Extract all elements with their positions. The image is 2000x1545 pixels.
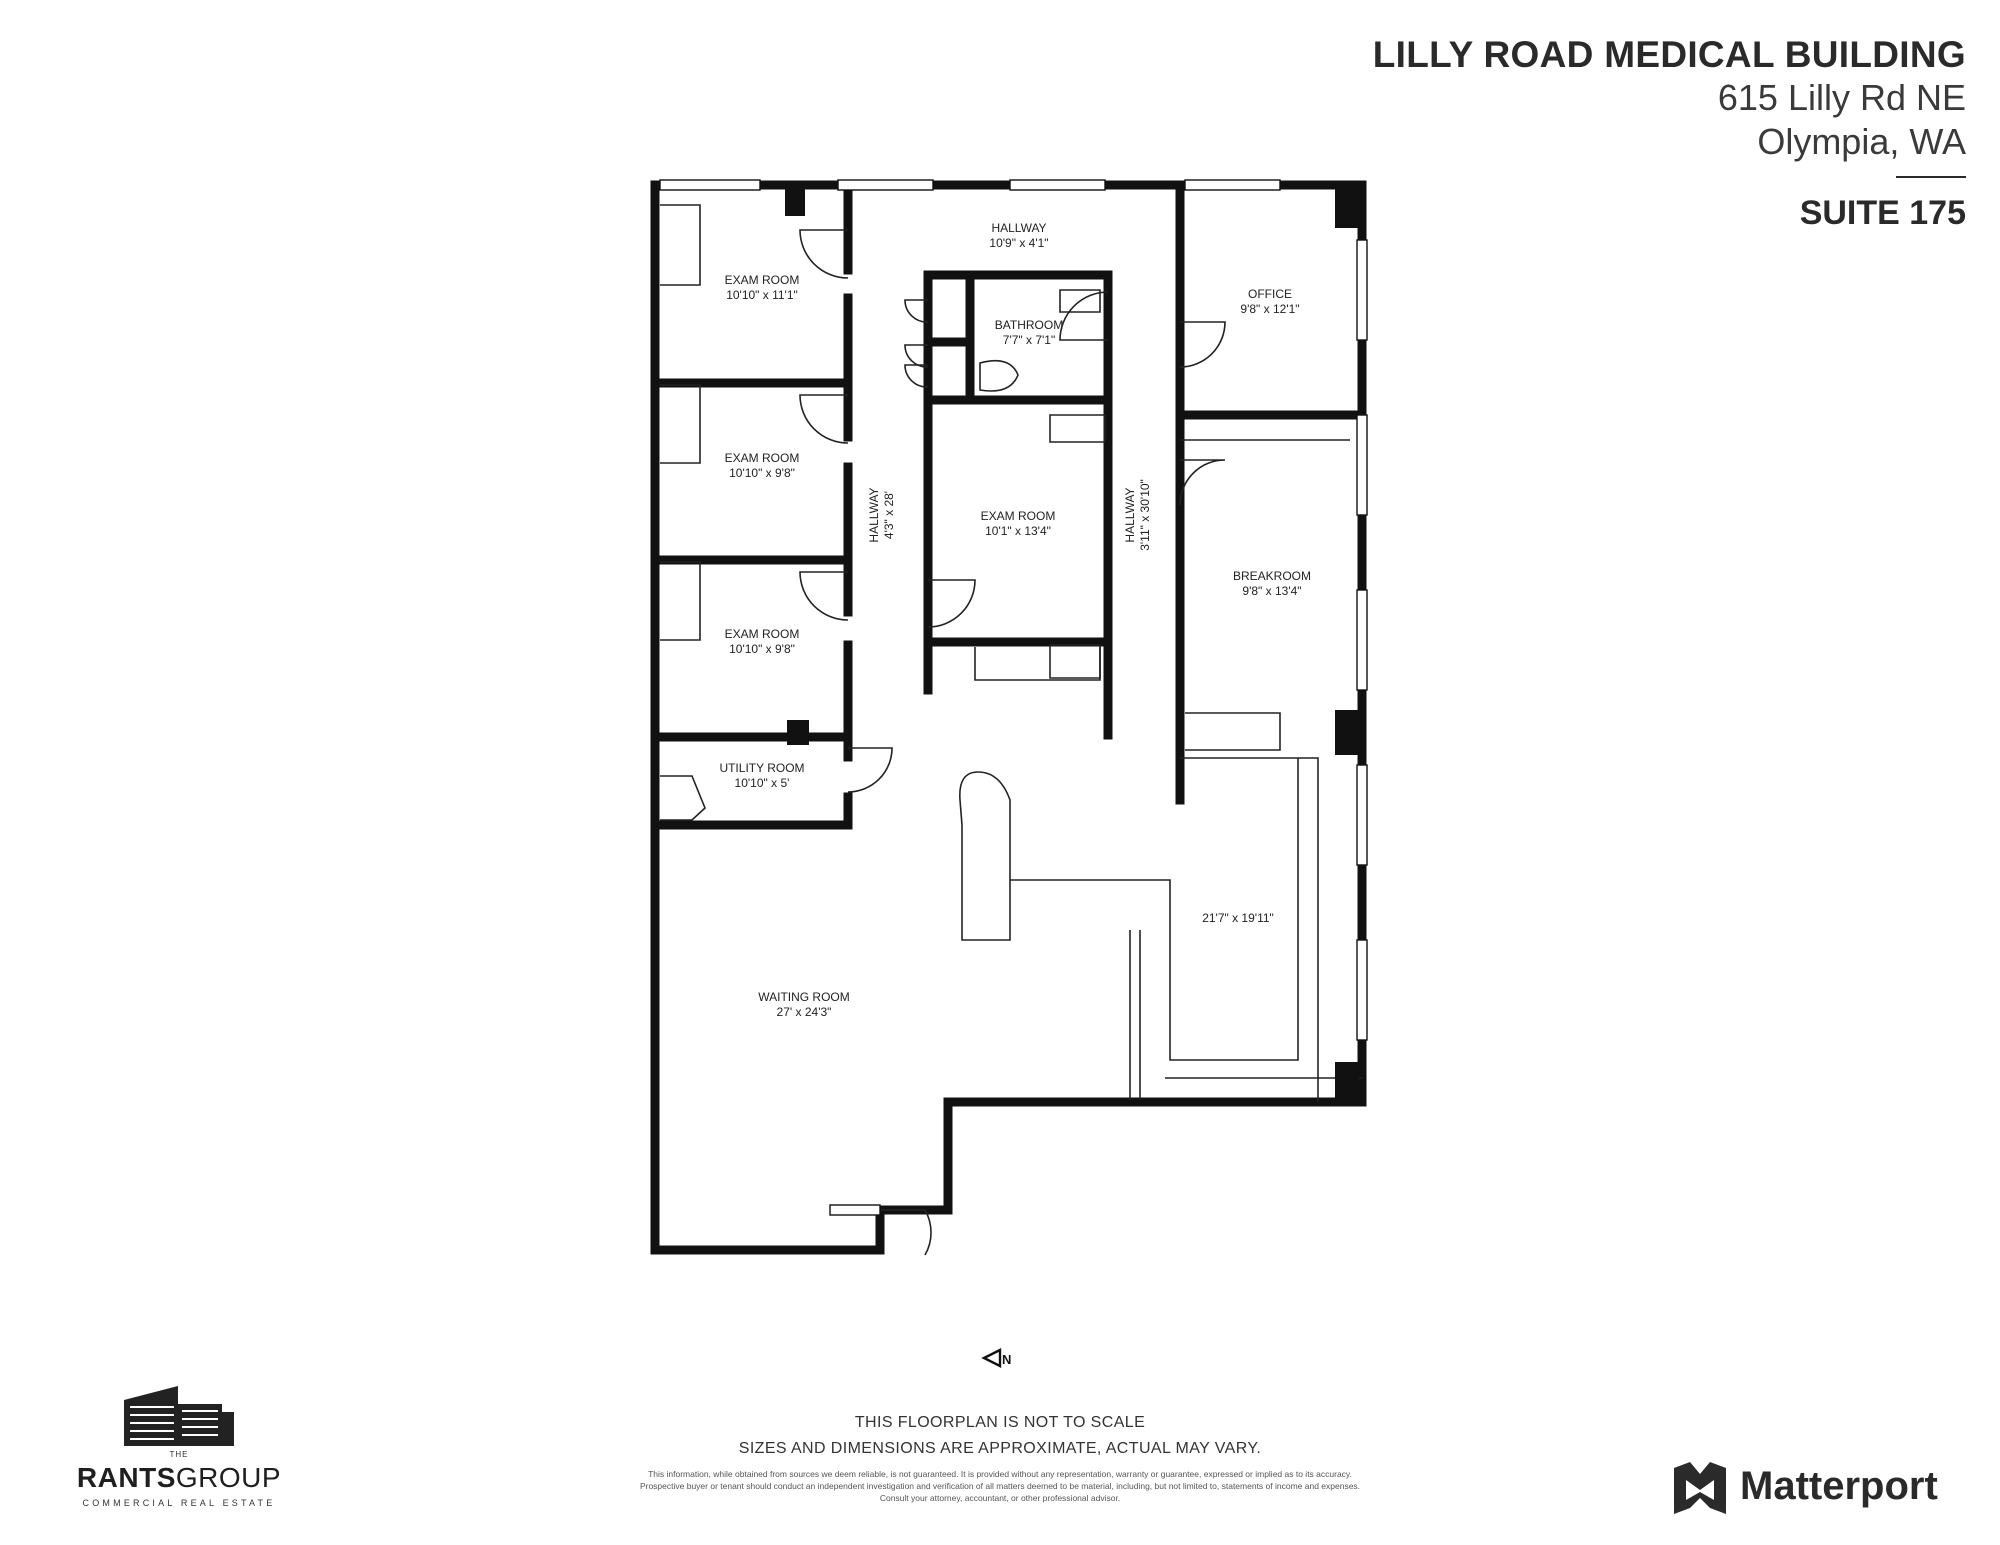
exam-room-2-dims: 10'10" x 9'8" [729, 466, 795, 480]
fixtures [660, 204, 1362, 1102]
door-swings [799, 229, 1226, 1256]
office-dims: 9'8" x 12'1" [1240, 302, 1299, 316]
exam-room-center-name: EXAM ROOM [981, 509, 1056, 523]
title-block: LILLY ROAD MEDICAL BUILDING 615 Lilly Rd… [1373, 34, 1966, 233]
rants-group-logo: THE RANTSGROUP COMMERCIAL REAL ESTATE [68, 1386, 290, 1516]
utility-room-name: UTILITY ROOM [719, 761, 804, 775]
exam-room-2-name: EXAM ROOM [725, 451, 800, 465]
hallway-right-name: HALLWAY [1123, 487, 1137, 542]
suite-number: SUITE 175 [1799, 194, 1966, 232]
approximate-dimensions-note: SIZES AND DIMENSIONS ARE APPROXIMATE, AC… [738, 1440, 1262, 1457]
compass-arrow-icon [981, 1348, 1002, 1368]
disclaimer-line-3: Consult your attorney, accountant, or ot… [879, 1493, 1121, 1503]
compass-north-label: N [1002, 1352, 1011, 1367]
hallway-right-dims: 3'11" x 30'10" [1138, 479, 1152, 551]
exam-room-3-dims: 10'10" x 9'8" [729, 642, 795, 656]
matterport-icon [1674, 1462, 1726, 1514]
bathroom-dims: 7'7" x 7'1" [1003, 333, 1055, 347]
hallway-top-name: HALLWAY [991, 221, 1046, 235]
rants-group-wordmark: RANTSGROUP [68, 1462, 290, 1494]
hallway-left-dims: 4'3" x 28' [882, 491, 896, 539]
utility-room-dims: 10'10" x 5' [735, 776, 790, 790]
rants-the-label: THE [169, 1450, 189, 1459]
exam-room-3-name: EXAM ROOM [725, 627, 800, 641]
not-to-scale-note: THIS FLOORPLAN IS NOT TO SCALE [854, 1414, 1146, 1431]
structural-columns [785, 188, 1359, 1100]
bathroom-name: BATHROOM [995, 318, 1063, 332]
windows [659, 179, 1368, 1216]
exam-room-1-name: EXAM ROOM [725, 273, 800, 287]
rants-subtitle: COMMERCIAL REAL ESTATE [82, 1498, 276, 1508]
waiting-room-dims: 27' x 24'3" [777, 1005, 832, 1019]
exam-room-1-dims: 10'10" x 11'1" [726, 288, 798, 302]
building-name: LILLY ROAD MEDICAL BUILDING [1372, 34, 1966, 75]
breakroom-name: BREAKROOM [1233, 569, 1311, 583]
matterport-wordmark: Matterport [1740, 1464, 1938, 1508]
waiting-room-name: WAITING ROOM [758, 990, 850, 1004]
north-compass: N [981, 1348, 1011, 1368]
breakroom-dims: 9'8" x 13'4" [1242, 584, 1301, 598]
disclaimer-line-1: This information, while obtained from so… [648, 1469, 1352, 1479]
reception-area-dims: 21'7" x 19'11" [1202, 911, 1274, 925]
hallway-left-name: HALLWAY [867, 487, 881, 542]
address-line-2: Olympia, WA [1757, 121, 1966, 162]
office-name: OFFICE [1248, 287, 1292, 301]
hallway-top-dims: 10'9" x 4'1" [989, 236, 1048, 250]
room-labels: HALLWAY 10'9" x 4'1" EXAM ROOM 10'10" x … [719, 221, 1311, 1019]
rants-group-text: GROUP [175, 1462, 282, 1493]
exam-room-center-dims: 10'1" x 13'4" [985, 524, 1051, 538]
title-divider [1896, 176, 1966, 178]
disclaimer-line-2: Prospective buyer or tenant should condu… [639, 1481, 1361, 1491]
building-icon [124, 1386, 234, 1446]
address-line-1: 615 Lilly Rd NE [1717, 77, 1966, 118]
rants-bold-text: RANTS [76, 1462, 176, 1493]
